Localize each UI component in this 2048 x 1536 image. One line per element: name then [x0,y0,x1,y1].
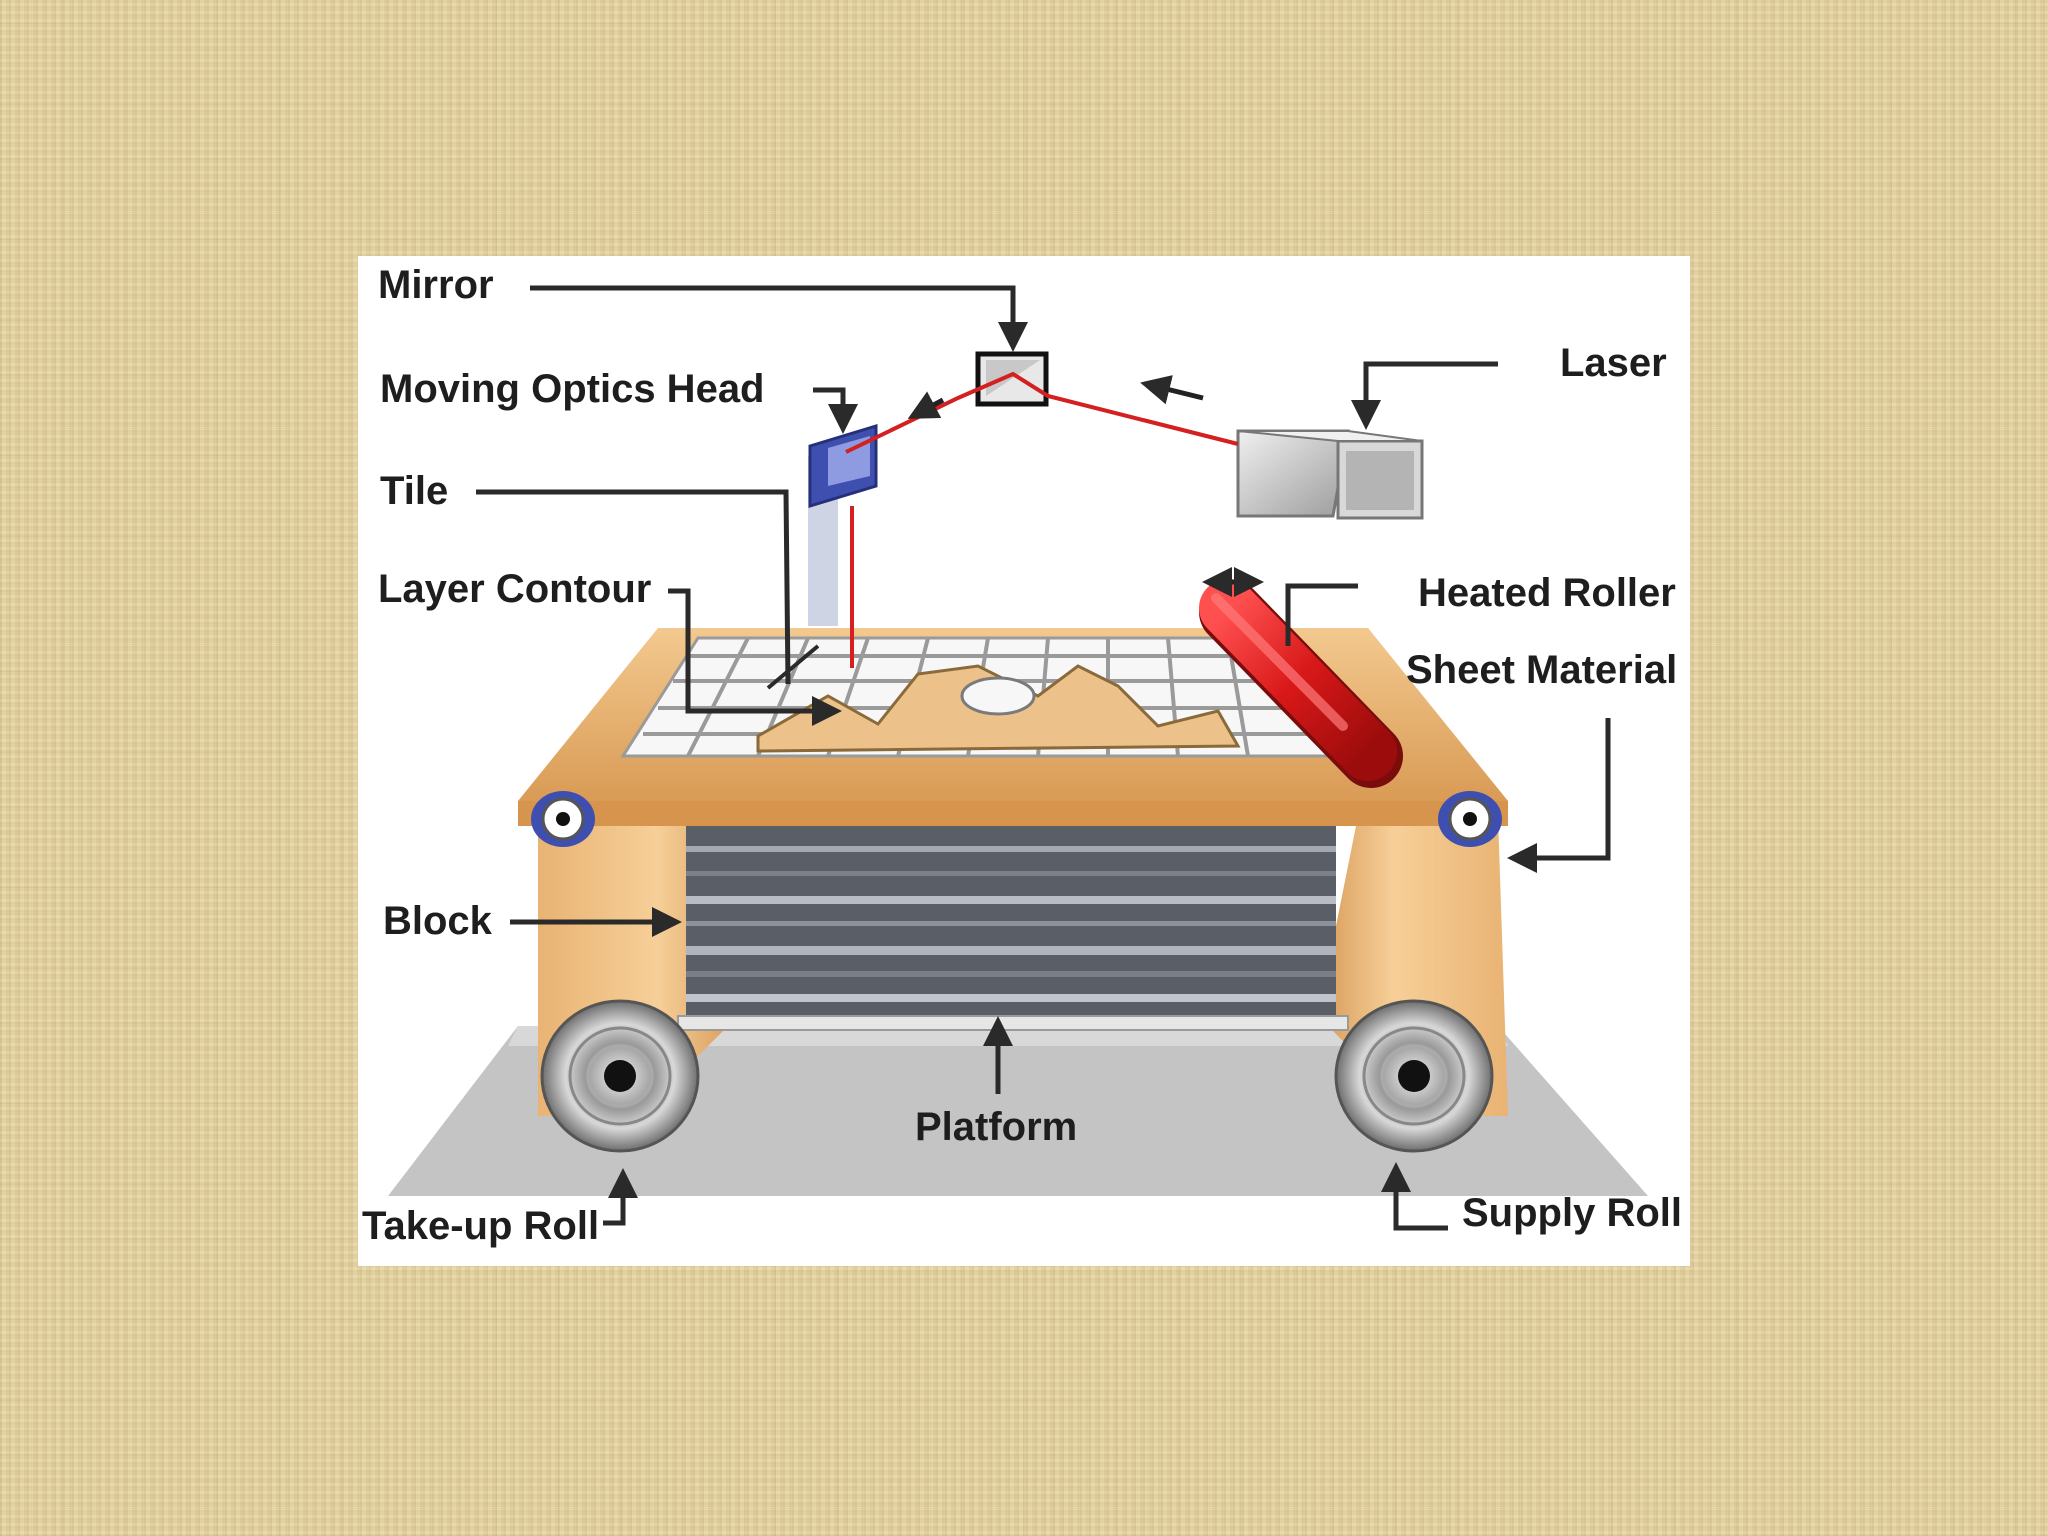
moving-optics-head [808,423,878,626]
supply-roll-label: Supply Roll [1462,1191,1682,1235]
supply-roll [1334,999,1494,1153]
guide-roller-right [1438,791,1502,847]
sheet-material-leader [1507,718,1611,873]
beam-direction-arrow-1 [1140,375,1204,405]
beam-direction-arrow-2 [907,391,945,419]
moving-optics-head-leader [813,387,858,434]
layer-contour-leader [668,588,842,726]
lom-process-diagram: Mirror Moving Optics Head Tile Layer Con… [358,256,1690,1266]
layer-contour-shape [756,664,1241,753]
block-label: Block [383,899,493,943]
heated-roller-leader [1285,583,1358,646]
block-stack [677,796,1349,1031]
mirror-unit [975,351,1049,407]
tile-leader [476,489,791,685]
laser-unit [1236,429,1424,520]
take-up-roll-label: Take-up Roll [362,1204,599,1248]
layer-contour-label: Layer Contour [378,567,651,611]
guide-roller-left [531,791,595,847]
tile-label: Tile [380,469,448,513]
take-up-roll [540,999,700,1153]
sheet-material-label: Sheet Material [1406,648,1677,692]
platform [388,1026,1648,1196]
mirror-leader [530,285,1028,352]
supply-roll-leader [1381,1162,1448,1231]
take-up-roll-leader [603,1168,638,1226]
laser-label: Laser [1560,341,1667,385]
heated-roller-label: Heated Roller [1418,571,1676,615]
heated-roller [1199,579,1403,788]
mirror-label: Mirror [378,263,494,307]
moving-optics-head-label: Moving Optics Head [380,367,765,411]
platform-label: Platform [915,1105,1077,1149]
laser-leader [1351,361,1498,430]
diagram-canvas: Mirror Moving Optics Head Tile Layer Con… [362,263,1682,1248]
